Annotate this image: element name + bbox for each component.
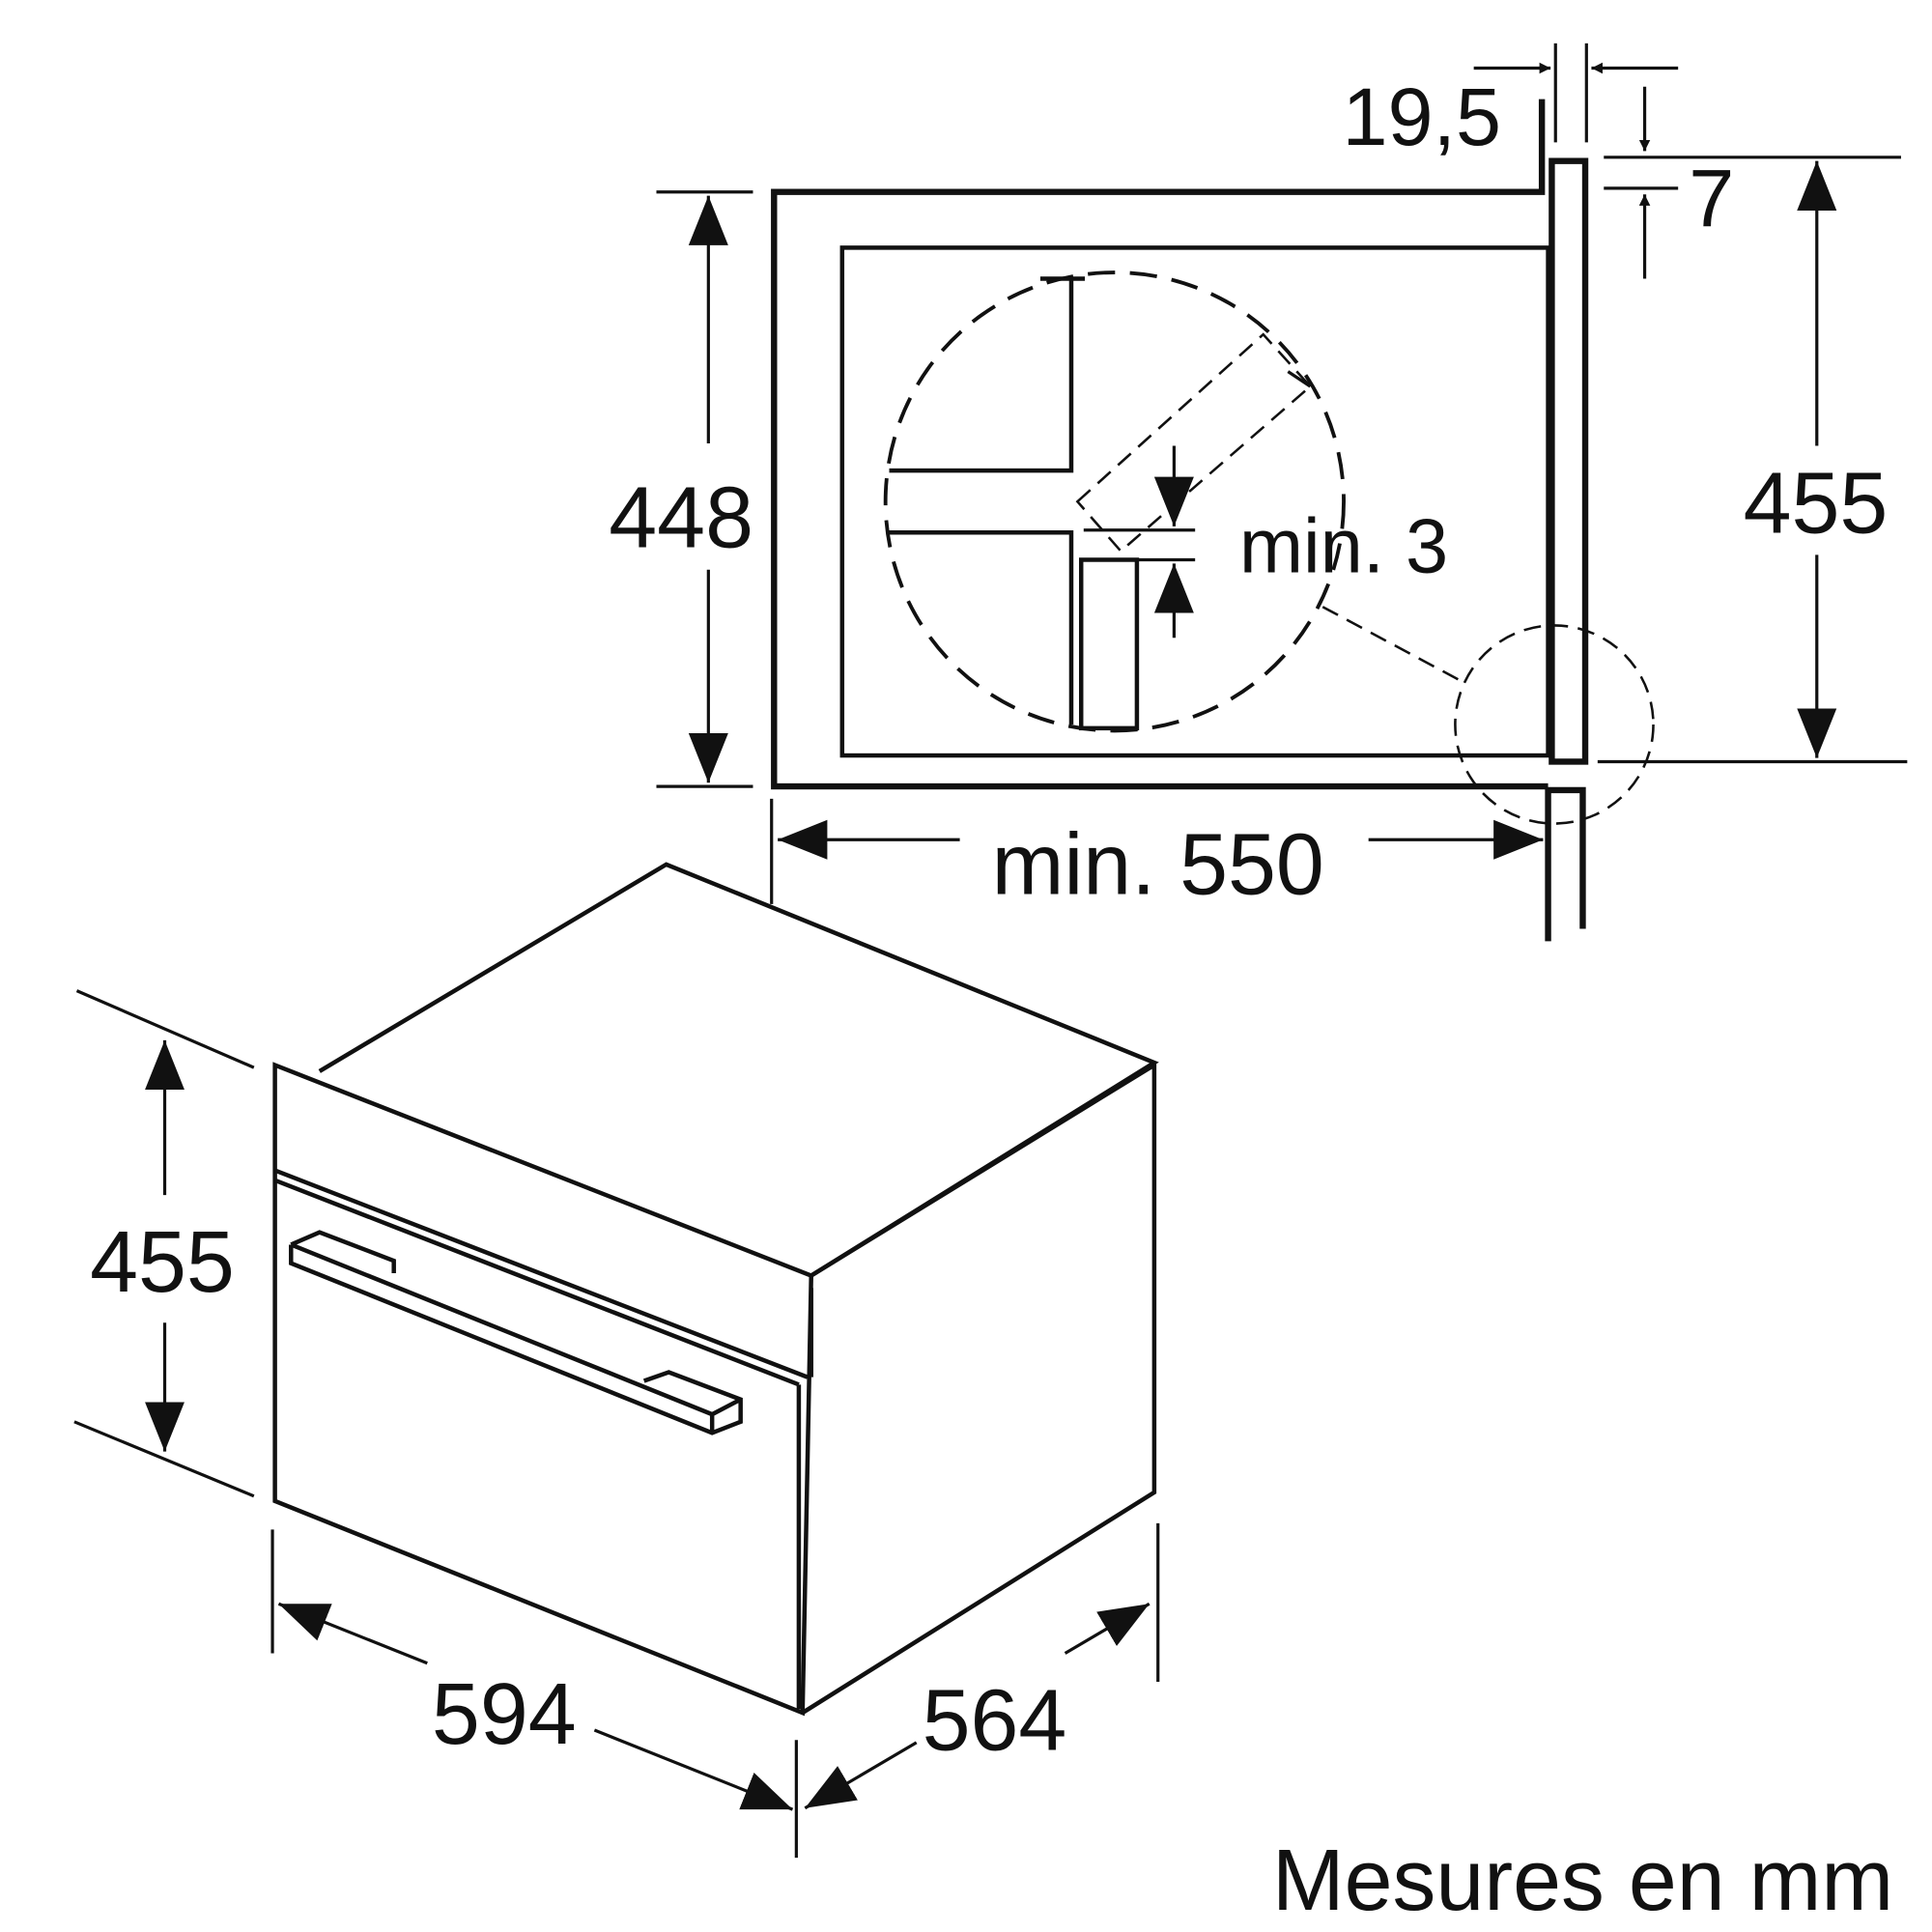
dim-panel-offset: 7 bbox=[1689, 153, 1734, 244]
detail-panel-dashed bbox=[1075, 332, 1313, 554]
control-panel-edge bbox=[273, 1168, 813, 1710]
appliance-body bbox=[839, 245, 1550, 758]
arrow bbox=[593, 1728, 794, 1811]
units-note: Mesures en mm bbox=[1272, 1833, 1893, 1929]
door-handle bbox=[289, 1230, 743, 1435]
detail-appliance-edge bbox=[1078, 557, 1140, 731]
lower-cabinet-front bbox=[1545, 786, 1586, 942]
cabinet-niche bbox=[771, 99, 1548, 790]
front-panel bbox=[1548, 157, 1589, 765]
arrow bbox=[277, 1602, 428, 1665]
detail-cabinet-bottom bbox=[889, 530, 1074, 725]
dim-line bbox=[1287, 370, 1312, 388]
dim-front-height: 455 bbox=[1744, 455, 1889, 552]
appliance-iso-view: 455 594 564 bbox=[73, 862, 1160, 1859]
detail-cabinet-top bbox=[889, 276, 1086, 473]
dim-appliance-height: 455 bbox=[90, 1214, 235, 1311]
dim-line bbox=[75, 989, 255, 1069]
callout-leader bbox=[1321, 606, 1463, 683]
detail-circle bbox=[883, 270, 1346, 733]
arrow bbox=[1064, 1602, 1151, 1655]
oven-side bbox=[801, 1061, 1157, 1715]
section-view: 19,5 7 455 448 min. 550 bbox=[609, 43, 1908, 942]
dim-niche-height: 448 bbox=[609, 470, 753, 567]
dim-line bbox=[73, 1420, 255, 1498]
dim-vent-gap: min. 3 bbox=[1239, 502, 1448, 588]
dim-appliance-depth: 564 bbox=[923, 1673, 1067, 1770]
dim-appliance-width: 594 bbox=[432, 1666, 577, 1763]
dim-gap-panel: 19,5 bbox=[1342, 71, 1501, 162]
oven-top bbox=[318, 862, 1159, 1278]
dim-niche-depth: min. 550 bbox=[992, 817, 1324, 914]
oven-front bbox=[272, 1062, 814, 1717]
detail-callout-circle bbox=[1454, 624, 1655, 825]
arrow bbox=[804, 1741, 918, 1810]
